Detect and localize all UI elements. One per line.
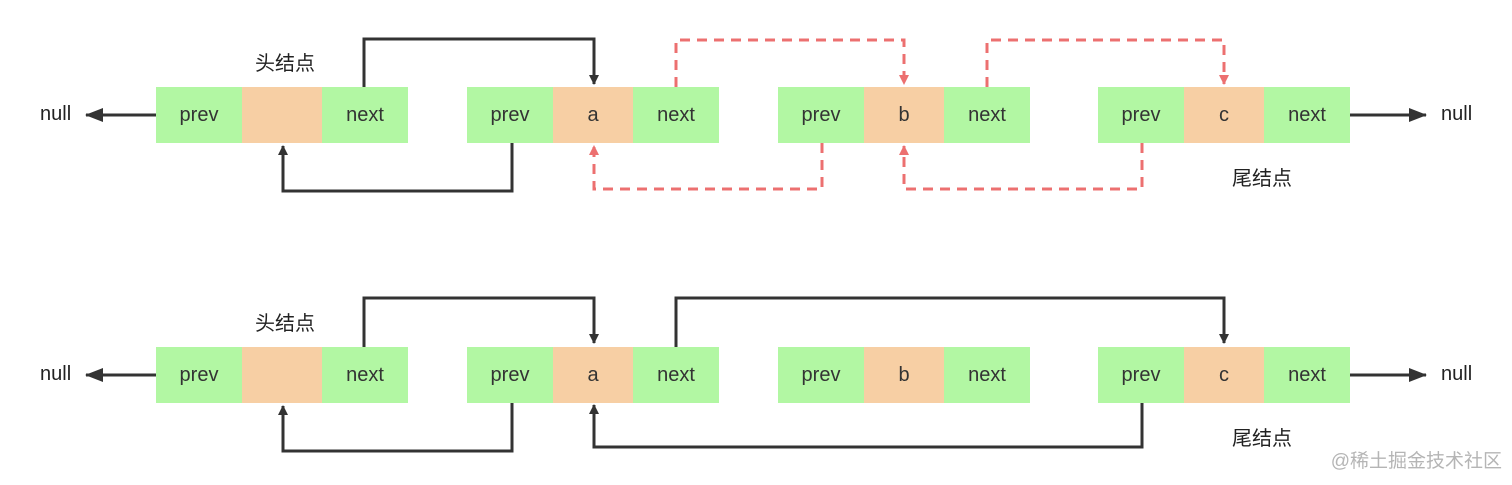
a-prev-to-head-arrow: [278, 143, 514, 193]
data-cell: b: [864, 347, 944, 403]
head-node: prev next: [156, 87, 408, 143]
node-b: prev b next: [778, 87, 1030, 143]
next-cell: next: [1264, 87, 1350, 143]
next-cell: next: [633, 347, 719, 403]
a-prev-to-head-arrow-2: [278, 403, 514, 453]
prev-cell: prev: [156, 347, 242, 403]
c-prev-to-a-arrow: [589, 403, 1144, 449]
data-cell: c: [1184, 87, 1264, 143]
data-cell: c: [1184, 347, 1264, 403]
next-cell: next: [322, 347, 408, 403]
watermark: @稀土掘金技术社区: [1330, 451, 1502, 472]
data-cell: [242, 347, 322, 403]
head-node-label-2: 头结点: [255, 313, 315, 335]
prev-cell: prev: [778, 87, 864, 143]
next-cell: next: [944, 87, 1030, 143]
data-cell: a: [553, 87, 633, 143]
tail-node-label: 尾结点: [1232, 168, 1292, 190]
head-node-2: prev next: [156, 347, 408, 403]
null-label-left: null: [40, 103, 72, 125]
c-prev-to-b-dashed-arrow: [899, 143, 1144, 191]
node-b-2: prev b next: [778, 347, 1030, 403]
null-label-right: null: [1441, 103, 1473, 125]
tail-node-label-2: 尾结点: [1232, 428, 1292, 450]
data-cell: b: [864, 87, 944, 143]
b-next-to-c-dashed-arrow: [985, 38, 1229, 87]
node-c: prev c next: [1098, 87, 1350, 143]
prev-cell: prev: [1098, 87, 1184, 143]
next-cell: next: [1264, 347, 1350, 403]
next-cell: next: [322, 87, 408, 143]
prev-cell: prev: [1098, 347, 1184, 403]
prev-cell: prev: [467, 347, 553, 403]
data-cell: [242, 87, 322, 143]
next-cell: next: [633, 87, 719, 143]
node-a-2: prev a next: [467, 347, 719, 403]
head-next-to-a-arrow-2: [362, 296, 599, 347]
prev-cell: prev: [467, 87, 553, 143]
a-next-to-c-arrow: [674, 296, 1229, 347]
head-next-to-a-arrow: [362, 37, 599, 87]
prev-cell: prev: [156, 87, 242, 143]
a-next-to-b-dashed-arrow: [674, 38, 909, 87]
b-prev-to-a-dashed-arrow: [589, 143, 824, 191]
null-label-left-2: null: [40, 363, 72, 385]
data-cell: a: [553, 347, 633, 403]
node-c-2: prev c next: [1098, 347, 1350, 403]
node-a: prev a next: [467, 87, 719, 143]
prev-cell: prev: [778, 347, 864, 403]
null-label-right-2: null: [1441, 363, 1473, 385]
next-cell: next: [944, 347, 1030, 403]
head-node-label: 头结点: [255, 53, 315, 75]
